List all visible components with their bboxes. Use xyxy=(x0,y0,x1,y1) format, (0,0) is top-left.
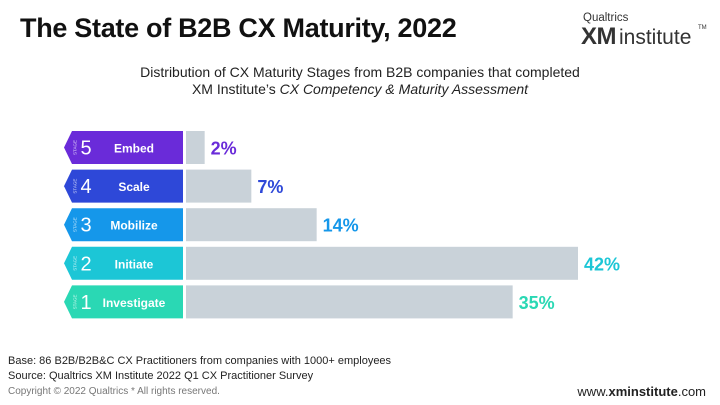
url-prefix: www. xyxy=(577,384,609,399)
data-label-investigate: 35% xyxy=(519,293,555,313)
website-url[interactable]: www.xminstitute.com xyxy=(577,384,706,399)
data-label-initiate: 42% xyxy=(584,254,620,274)
stage-word-mobilize: STAGE xyxy=(73,217,78,232)
logo-xm-text: XM xyxy=(581,23,617,50)
stage-tag-initiate xyxy=(64,246,183,280)
bar-scale xyxy=(186,169,252,203)
data-label-scale: 7% xyxy=(257,177,283,197)
subtitle-line-1: Distribution of CX Maturity Stages from … xyxy=(140,64,580,80)
url-suffix: .com xyxy=(677,384,706,399)
bar-embed xyxy=(186,131,205,164)
stage-word-investigate: STAGE xyxy=(73,294,78,309)
bar-initiate xyxy=(186,246,578,280)
subtitle-line-2-prefix: XM Institute’s xyxy=(191,81,280,97)
stage-number-embed: 5 xyxy=(80,138,91,160)
category-label-scale: Scale xyxy=(118,180,150,194)
subtitle-line-2: XM Institute’s CX Competency & Maturity … xyxy=(60,81,660,98)
logo-institute-text: institute xyxy=(619,26,692,49)
stage-tag-mobilize xyxy=(64,208,183,242)
stage-number-initiate: 2 xyxy=(80,253,91,275)
footnote-base: Base: 86 B2B/B2B&C CX Practitioners from… xyxy=(8,355,392,367)
stage-word-embed: STAGE xyxy=(73,140,78,155)
category-label-embed: Embed xyxy=(114,142,154,156)
xm-institute-logo: Qualtrics XM institute TM xyxy=(581,12,707,52)
stage-word-initiate: STAGE xyxy=(73,256,78,271)
stage-word-scale: STAGE xyxy=(73,179,78,194)
stage-number-mobilize: 3 xyxy=(80,215,91,237)
copyright-text: Copyright © 2022 Qualtrics * All rights … xyxy=(8,386,220,397)
data-label-mobilize: 14% xyxy=(323,216,359,236)
bar-mobilize xyxy=(186,208,317,242)
category-label-mobilize: Mobilize xyxy=(110,219,158,233)
chart-subtitle: Distribution of CX Maturity Stages from … xyxy=(60,64,660,98)
stage-tag-embed xyxy=(64,131,183,164)
subtitle-assessment-name: CX Competency & Maturity Assessment xyxy=(279,81,529,97)
stage-tag-investigate xyxy=(64,285,183,319)
category-label-initiate: Initiate xyxy=(115,257,154,271)
footnote-source: Source: Qualtrics XM Institute 2022 Q1 C… xyxy=(8,370,314,382)
logo-trademark: TM xyxy=(698,25,707,31)
stage-number-scale: 4 xyxy=(80,176,91,198)
stage-number-investigate: 1 xyxy=(80,292,91,314)
stage-tag-scale xyxy=(64,169,183,203)
url-domain: xminstitute xyxy=(608,384,678,399)
logo-qualtrics-text: Qualtrics xyxy=(583,12,629,24)
data-label-embed: 2% xyxy=(211,139,237,159)
bar-investigate xyxy=(186,285,513,319)
page-title: The State of B2B CX Maturity, 2022 xyxy=(20,13,457,43)
category-label-investigate: Investigate xyxy=(103,296,166,310)
